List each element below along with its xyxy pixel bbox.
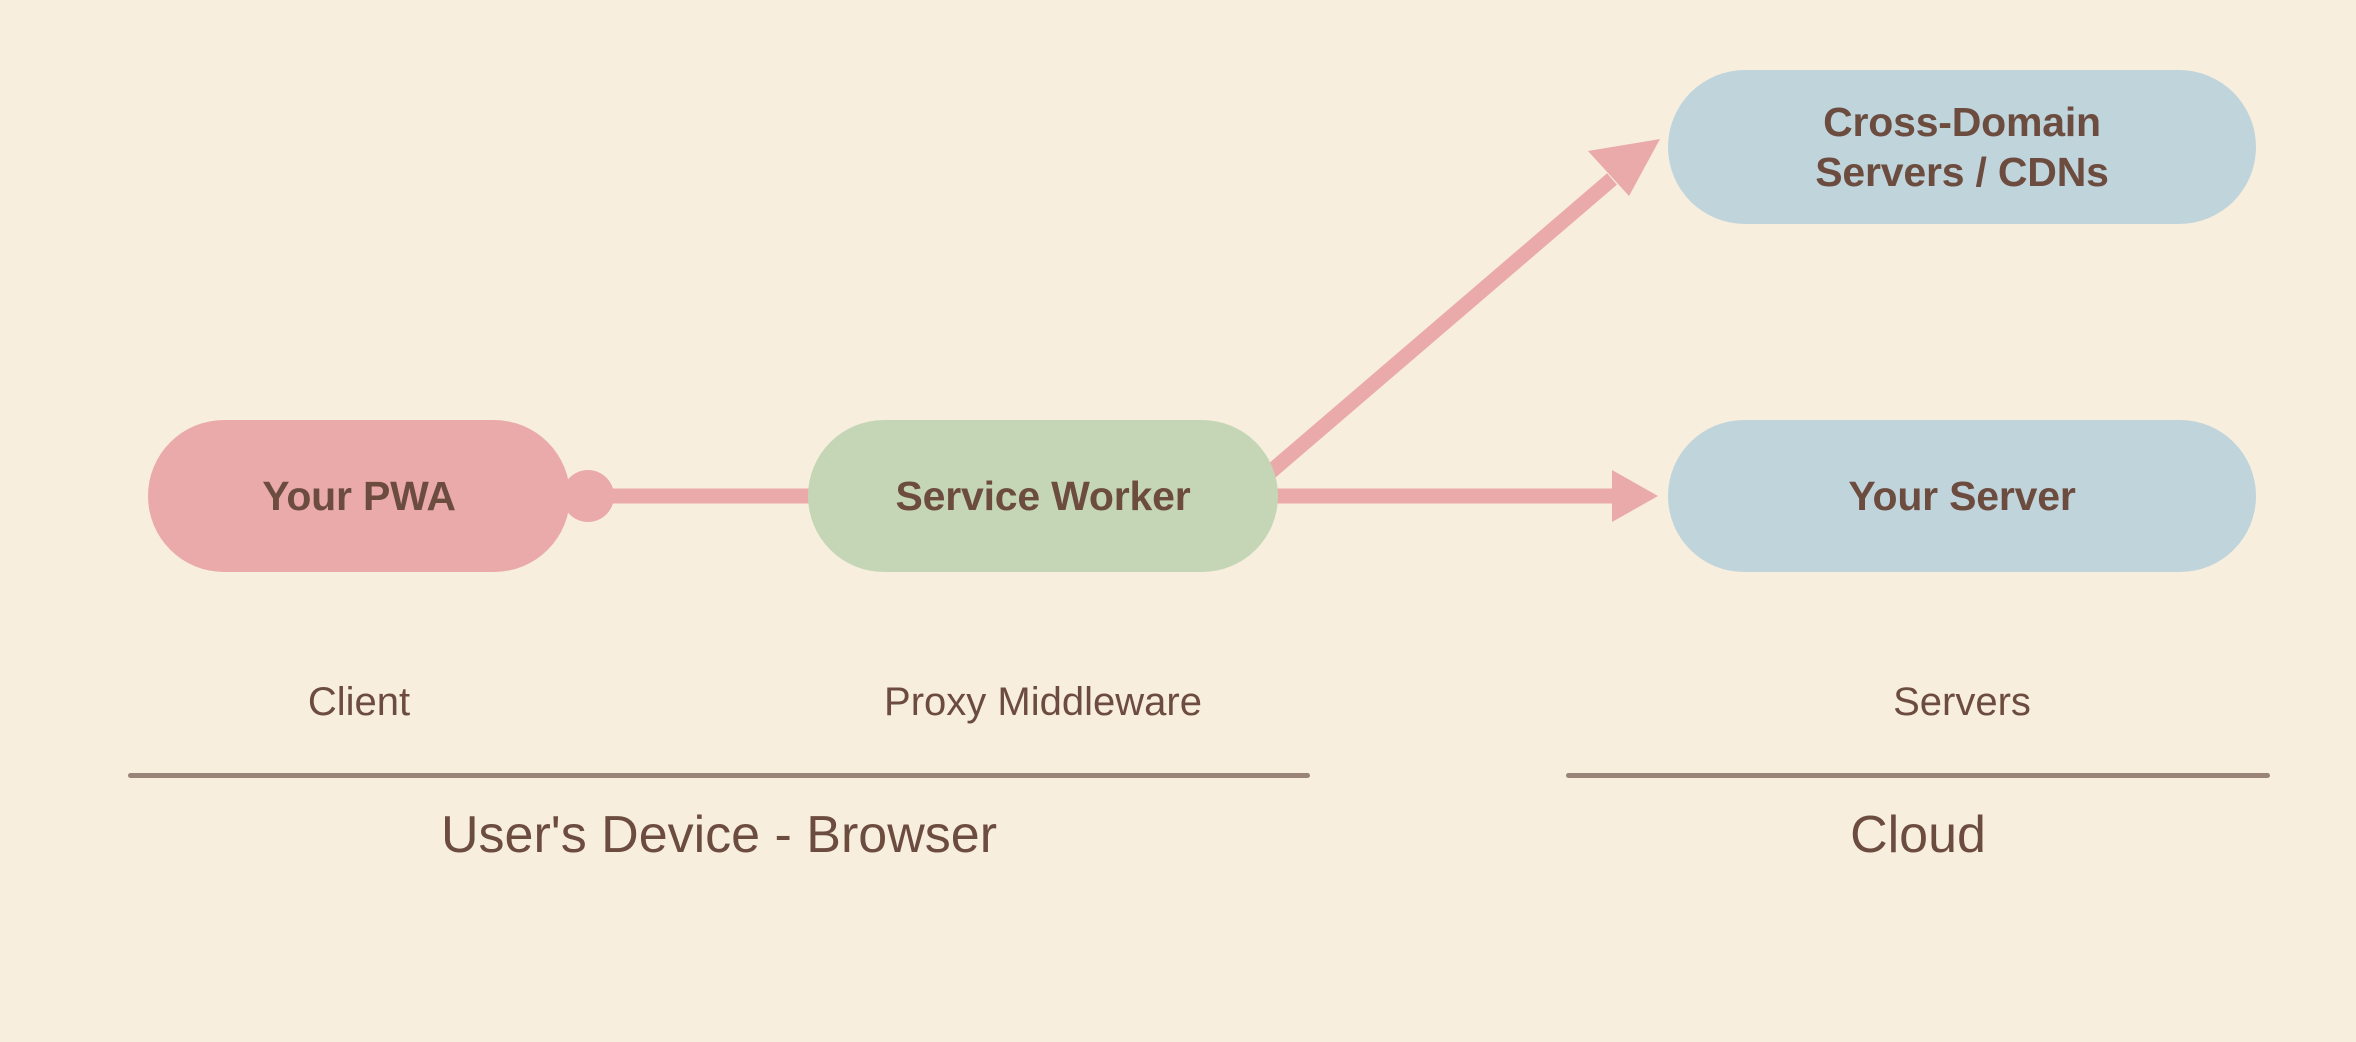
node-cross-domain-line-1: Cross-Domain [1823,98,2101,145]
node-your-server-label: Your Server [1848,472,2076,519]
node-cross-domain-servers-label: Cross-Domain Servers / CDNs [1815,97,2109,197]
node-your-pwa-label: Your PWA [262,472,456,519]
node-your-pwa[interactable]: Your PWA [148,420,570,572]
edge-pwa-to-service-worker [562,470,820,522]
group-divider-device [128,773,1310,778]
zone-label-client: Client [307,680,411,724]
arrowhead-icon-server [1612,470,1658,522]
group-title-cloud: Cloud [1850,806,1986,864]
group-title-user-device-browser: User's Device - Browser [440,806,998,864]
node-cross-domain-line-2: Servers / CDNs [1815,149,2109,195]
node-your-server[interactable]: Your Server [1668,420,2256,572]
node-service-worker[interactable]: Service Worker [808,420,1278,572]
edge-line-sw-cdn [1263,173,1617,480]
zone-label-proxy-middleware: Proxy Middleware [884,680,1202,724]
edge-service-worker-to-cross-domain [1263,139,1660,480]
group-divider-cloud [1566,773,2270,778]
node-service-worker-label: Service Worker [895,472,1191,519]
edge-service-worker-to-your-server [1268,470,1658,522]
node-cross-domain-servers[interactable]: Cross-Domain Servers / CDNs [1668,70,2256,224]
zone-label-servers: Servers [1893,680,2031,724]
arrowhead-icon-cdn [1588,139,1660,196]
